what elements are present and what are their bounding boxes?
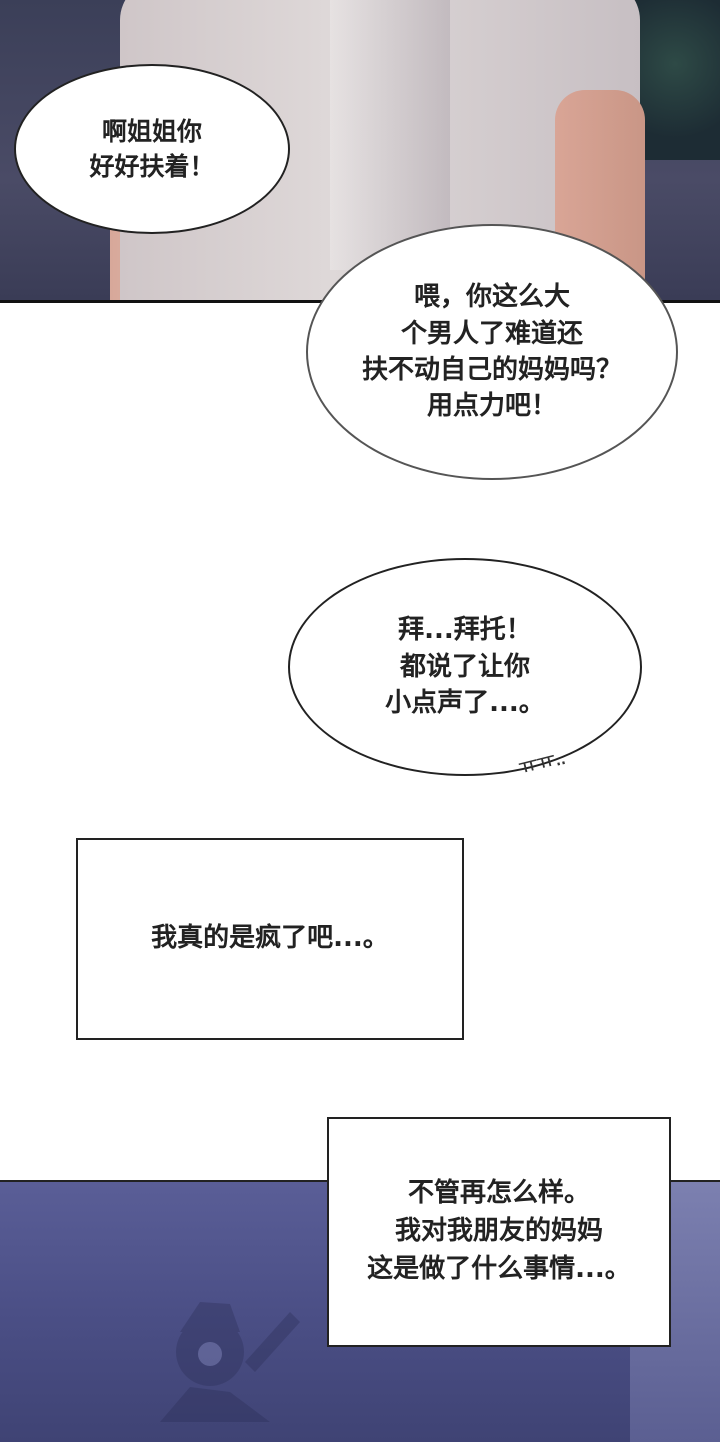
bubble-line: 扶不动自己的妈妈吗？: [361, 355, 622, 385]
speech-bubble-3: 拜...拜托！ 都说了让你 小点声了...。: [288, 558, 642, 776]
bubble-line: 好好扶着！: [89, 152, 215, 181]
speech-bubble-2: 喂，你这么大 个男人了难道还 扶不动自己的妈妈吗？ 用点力吧！: [306, 224, 678, 480]
bubble-line: 都说了让你: [399, 651, 530, 682]
bubble-line: 小点声了...。: [385, 688, 545, 719]
speech-bubble-1: 啊姐姐你 好好扶着！: [14, 64, 290, 234]
shirt-fold: [330, 0, 450, 270]
narration-box-1: 我真的是疯了吧...。: [76, 838, 464, 1040]
caption-line: 我对我朋友的妈妈: [394, 1216, 603, 1247]
narration-box-2: 不管再怎么样。 我对我朋友的妈妈 这是做了什么事情...。: [327, 1117, 671, 1347]
bubble-line: 喂，你这么大: [413, 282, 570, 313]
background-plant: [630, 0, 720, 160]
bubble-line: 啊姐姐你: [101, 117, 202, 146]
watermark-logo-icon: [160, 1302, 300, 1422]
bubble-line: 用点力吧！: [426, 391, 557, 422]
bubble-line: 拜...拜托！: [398, 615, 532, 646]
caption-line: 不管再怎么样。: [407, 1178, 590, 1209]
caption-line: 这是做了什么事情...。: [367, 1253, 631, 1284]
bubble-line: 个男人了难道还: [400, 318, 583, 349]
caption-line: 我真的是疯了吧...。: [151, 923, 389, 954]
